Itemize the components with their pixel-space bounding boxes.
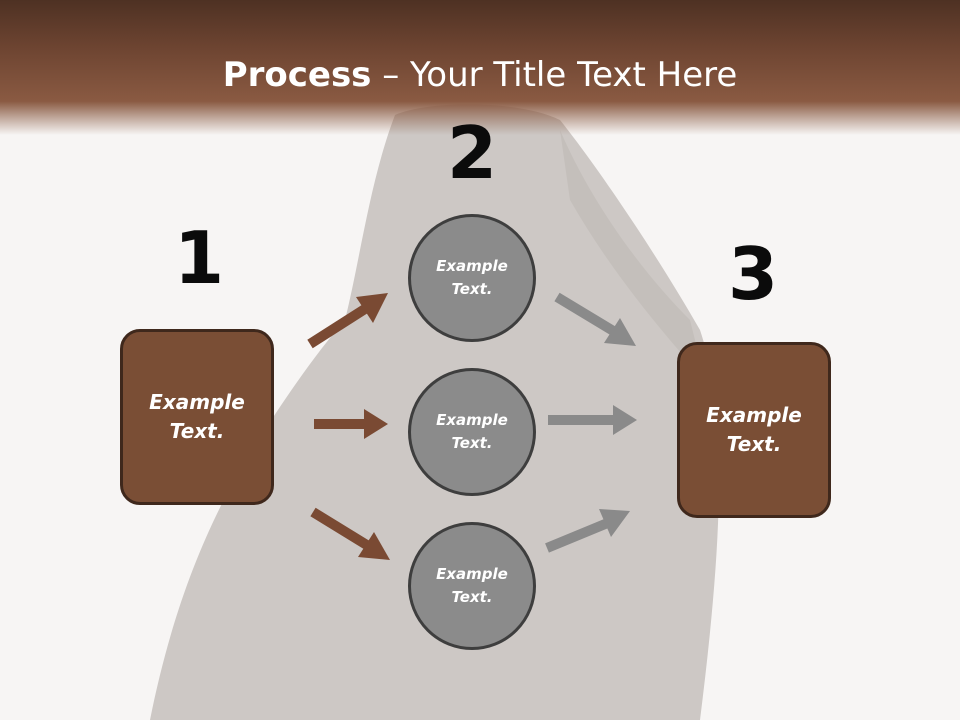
step-circle-top[interactable]: Example Text. xyxy=(408,214,536,342)
step-box-1-text: Example Text. xyxy=(149,390,245,443)
step-number-2: 2 xyxy=(446,111,498,195)
step-circle-middle-text: Example Text. xyxy=(436,411,508,452)
step-number-3: 3 xyxy=(727,232,779,316)
slide-title: Process – Your Title Text Here xyxy=(0,52,960,98)
step-number-1: 1 xyxy=(173,216,225,300)
step-circle-bottom-text: Example Text. xyxy=(436,565,508,606)
arrow-box1-to-bottom-circle xyxy=(310,507,390,560)
arrow-bottom-circle-to-box3 xyxy=(545,509,630,553)
arrow-top-circle-to-box3 xyxy=(554,292,636,346)
step-box-3-text: Example Text. xyxy=(706,403,802,456)
arrow-box1-to-middle-circle xyxy=(314,409,388,439)
arrow-box1-to-top-circle xyxy=(307,293,388,349)
step-box-1[interactable]: Example Text. xyxy=(120,329,274,505)
step-box-3[interactable]: Example Text. xyxy=(677,342,831,518)
title-bold: Process xyxy=(222,55,372,95)
step-circle-bottom[interactable]: Example Text. xyxy=(408,522,536,650)
step-circle-top-text: Example Text. xyxy=(436,257,508,298)
header-bar xyxy=(0,0,960,135)
arrow-middle-circle-to-box3 xyxy=(548,405,637,435)
title-rest: – Your Title Text Here xyxy=(371,55,738,95)
step-circle-middle[interactable]: Example Text. xyxy=(408,368,536,496)
